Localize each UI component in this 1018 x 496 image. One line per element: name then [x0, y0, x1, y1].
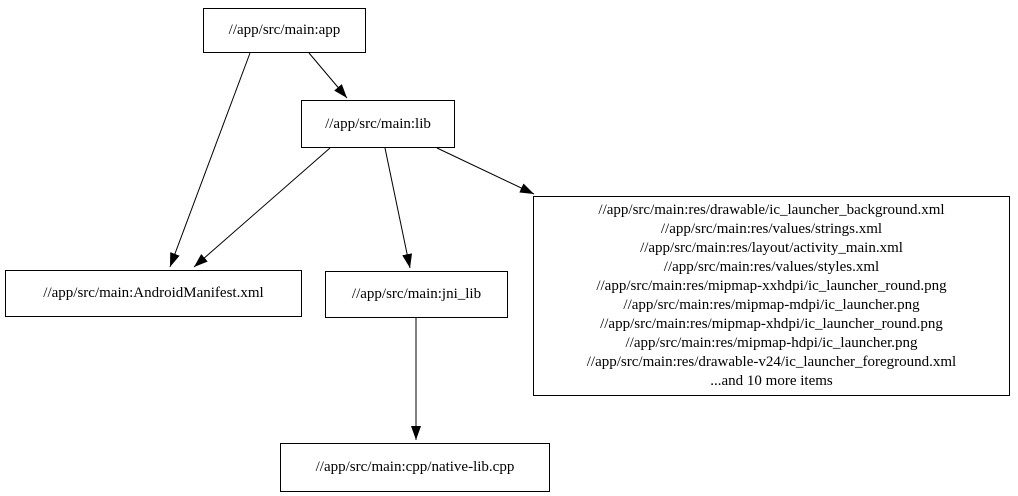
- res-group-line: //app/src/main:res/drawable-v24/ic_launc…: [586, 354, 957, 370]
- graph-node-res-group: //app/src/main:res/drawable/ic_launcher_…: [533, 196, 1010, 396]
- res-group-more-items: ...and 10 more items: [710, 373, 833, 389]
- res-group-line: //app/src/main:res/mipmap-xhdpi/ic_launc…: [600, 316, 943, 332]
- graph-node-jni-lib: //app/src/main:jni_lib: [325, 271, 508, 318]
- res-group-line: //app/src/main:res/layout/activity_main.…: [640, 240, 903, 256]
- res-group-line: //app/src/main:res/mipmap-hdpi/ic_launch…: [625, 335, 918, 351]
- edge-lib-to-jni-lib: [384, 147, 413, 269]
- res-group-line: //app/src/main:res/mipmap-xxhdpi/ic_laun…: [596, 278, 947, 294]
- res-group-line: //app/src/main:res/values/styles.xml: [663, 259, 880, 275]
- edge-lib-to-res-group: [436, 147, 535, 195]
- edge-app-to-lib: [308, 52, 348, 99]
- graph-node-native-lib-cpp: //app/src/main:cpp/native-lib.cpp: [280, 443, 550, 492]
- graph-node-android-manifest: //app/src/main:AndroidManifest.xml: [5, 270, 302, 317]
- graph-node-lib: //app/src/main:lib: [301, 100, 455, 148]
- graph-node-app: //app/src/main:app: [203, 8, 366, 53]
- edge-lib-to-manifest: [193, 147, 331, 268]
- res-group-line: //app/src/main:res/drawable/ic_launcher_…: [598, 202, 945, 218]
- res-group-line: //app/src/main:res/mipmap-mdpi/ic_launch…: [623, 297, 920, 313]
- res-group-line: //app/src/main:res/values/strings.xml: [660, 221, 883, 237]
- edge-app-to-manifest: [169, 52, 251, 268]
